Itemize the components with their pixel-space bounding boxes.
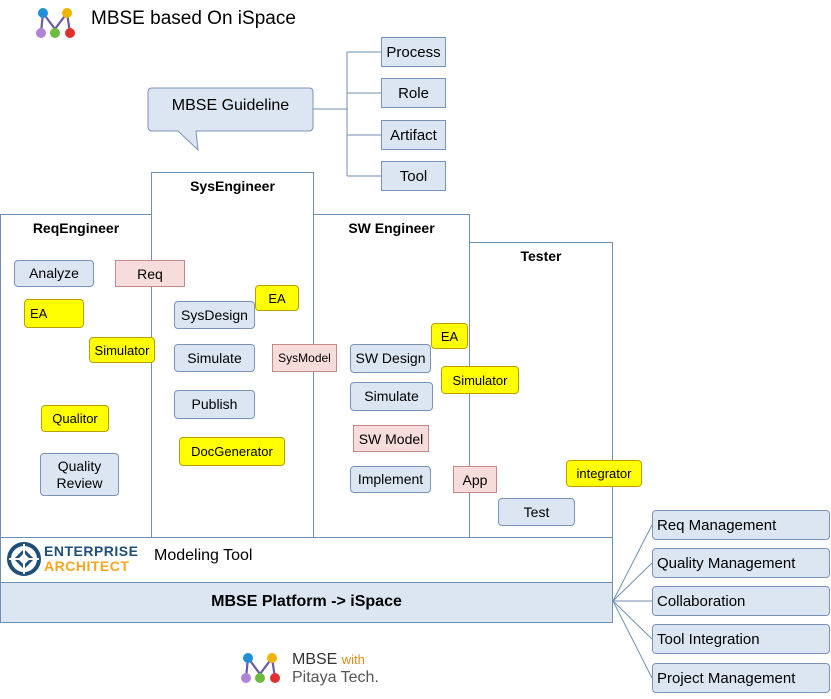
artifact-app[interactable]: App <box>453 466 497 493</box>
feature-project-management[interactable]: Project Management <box>652 663 830 693</box>
note-ea-sw: EA <box>431 323 468 349</box>
node-simulate-sys[interactable]: Simulate <box>174 344 255 372</box>
mbse-logo-icon <box>33 5 79 41</box>
note-qualitor: Qualitor <box>41 405 109 432</box>
footer-with: with <box>341 652 365 667</box>
artifact-sysmodel[interactable]: SysModel <box>272 344 337 372</box>
footer-mbse-logo-icon <box>238 650 284 686</box>
note-ea-req: EA <box>24 299 84 328</box>
note-simulator-sw: Simulator <box>441 366 519 394</box>
node-simulate-sw[interactable]: Simulate <box>350 382 433 411</box>
footer-brand: MBSE <box>292 651 338 668</box>
feature-collaboration[interactable]: Collaboration <box>652 586 830 616</box>
page-title: MBSE based On iSpace <box>91 8 296 29</box>
feature-tool-integration[interactable]: Tool Integration <box>652 624 830 654</box>
guideline-item-artifact[interactable]: Artifact <box>381 120 446 150</box>
note-simulator-sys: Simulator <box>89 337 155 363</box>
node-sysdesign[interactable]: SysDesign <box>174 301 255 329</box>
modeling-tool-label: Modeling Tool <box>154 547 253 564</box>
node-implement[interactable]: Implement <box>350 466 431 493</box>
node-quality-review[interactable]: Quality Review <box>40 453 119 496</box>
guideline-label: MBSE Guideline <box>171 97 290 114</box>
node-analyze[interactable]: Analyze <box>14 260 94 287</box>
lane-title-sys: SysEngineer <box>190 178 275 194</box>
modeling-tool-band <box>0 537 613 583</box>
artifact-req[interactable]: Req <box>115 260 185 287</box>
enterprise-architect-logo-icon <box>7 542 41 576</box>
footer-brand-line: MBSE with <box>292 651 365 669</box>
node-test[interactable]: Test <box>498 498 575 526</box>
node-sw-design[interactable]: SW Design <box>350 344 431 373</box>
ea-logo-text-line1: ENTERPRISE <box>44 543 139 559</box>
note-ea-sys: EA <box>255 285 299 311</box>
node-publish[interactable]: Publish <box>174 390 255 419</box>
lane-title-tester: Tester <box>520 248 562 264</box>
platform-band <box>0 582 613 623</box>
guideline-tree <box>313 51 381 177</box>
guideline-item-tool[interactable]: Tool <box>381 161 446 191</box>
guideline-item-process[interactable]: Process <box>381 37 446 67</box>
note-integrator: integrator <box>566 460 642 487</box>
ea-logo-text-line2: ARCHITECT <box>44 558 130 574</box>
artifact-sw-model[interactable]: SW Model <box>353 425 429 452</box>
feature-fan <box>612 524 653 679</box>
feature-req-management[interactable]: Req Management <box>652 510 830 540</box>
platform-label: MBSE Platform -> iSpace <box>211 593 402 610</box>
lane-title-sw: SW Engineer <box>348 220 435 236</box>
feature-quality-management[interactable]: Quality Management <box>652 548 830 578</box>
lane-title-req: ReqEngineer <box>32 220 120 236</box>
note-docgenerator: DocGenerator <box>179 437 285 466</box>
footer-company: Pitaya Tech. <box>292 669 379 686</box>
guideline-item-role[interactable]: Role <box>381 78 446 108</box>
guideline-bubble-shape <box>147 87 314 152</box>
